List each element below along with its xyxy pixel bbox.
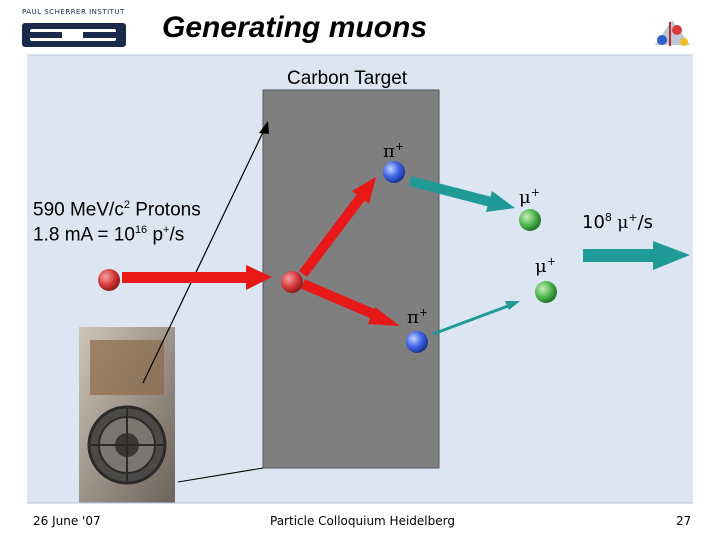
- protons-current-exponent: 16: [134, 224, 148, 236]
- protons-current-label: 1.8 mA = 1016 p+/s: [33, 224, 184, 246]
- proton-ball-incoming: [98, 269, 120, 291]
- muon-ball-lower: [535, 281, 557, 303]
- corner-logo-icon: [655, 20, 690, 46]
- protons-current-charge: +: [163, 224, 170, 236]
- muon-upper-symbol: μ: [519, 187, 531, 208]
- muon-flux-unit: /s: [637, 212, 654, 233]
- protons-energy-label: 590 MeV/c2 Protons: [33, 199, 201, 221]
- muon-upper-charge: +: [530, 186, 540, 199]
- protons-current-p: p: [147, 224, 164, 246]
- muon-flux-mu: μ: [611, 213, 629, 233]
- pion-lower-charge: +: [418, 306, 429, 319]
- protons-current-unit: /s: [169, 224, 185, 246]
- pion-upper-arrow: [299, 177, 376, 278]
- proton-ball-target: [281, 271, 303, 293]
- protons-current-text: 1.8 mA = 10: [33, 224, 135, 246]
- protons-energy-tail: Protons: [129, 199, 201, 221]
- pointer-arrow: [142, 121, 269, 384]
- muon-lower-arrow: [432, 301, 520, 336]
- muon-lower-symbol: μ: [535, 256, 547, 277]
- photo-connector-line: [177, 467, 264, 483]
- footer-date: 26 June '07: [33, 514, 101, 528]
- proton-beam-arrow: [122, 265, 272, 290]
- pion-upper-charge: +: [394, 140, 405, 153]
- pion-ball-upper: [383, 161, 405, 183]
- protons-energy-exponent: 2: [123, 199, 130, 211]
- pion-ball-lower: [406, 331, 428, 353]
- footer-page-number: 27: [676, 514, 692, 528]
- pion-upper-label: π+: [383, 140, 404, 162]
- pion-lower-symbol: π: [407, 307, 419, 328]
- footer-event: Particle Colloquium Heidelberg: [270, 514, 455, 528]
- psi-logo: [22, 23, 126, 47]
- muon-flux-base: 10: [582, 212, 605, 233]
- muon-upper-label: μ+: [519, 186, 540, 208]
- protons-energy-text: 590 MeV/c: [33, 199, 124, 221]
- pion-lower-label: π+: [407, 306, 428, 328]
- muon-upper-arrow: [408, 176, 515, 212]
- muon-flux-charge: +: [628, 211, 638, 224]
- muon-ball-upper: [519, 209, 541, 231]
- carbon-target-label: Carbon Target: [287, 68, 408, 89]
- muon-lower-label: μ+: [535, 255, 556, 277]
- muon-beam-arrow: [583, 241, 690, 270]
- muon-flux-exponent: 8: [604, 211, 612, 224]
- slide-title: Generating muons: [162, 11, 428, 44]
- muon-lower-charge: +: [546, 255, 556, 268]
- target-photo: [79, 327, 175, 503]
- pion-lower-arrow: [301, 279, 400, 326]
- muon-flux-label: 108 μ+/s: [582, 211, 653, 233]
- psi-institute-label: PAUL SCHERRER INSTITUT: [22, 8, 125, 16]
- pion-upper-symbol: π: [383, 141, 395, 162]
